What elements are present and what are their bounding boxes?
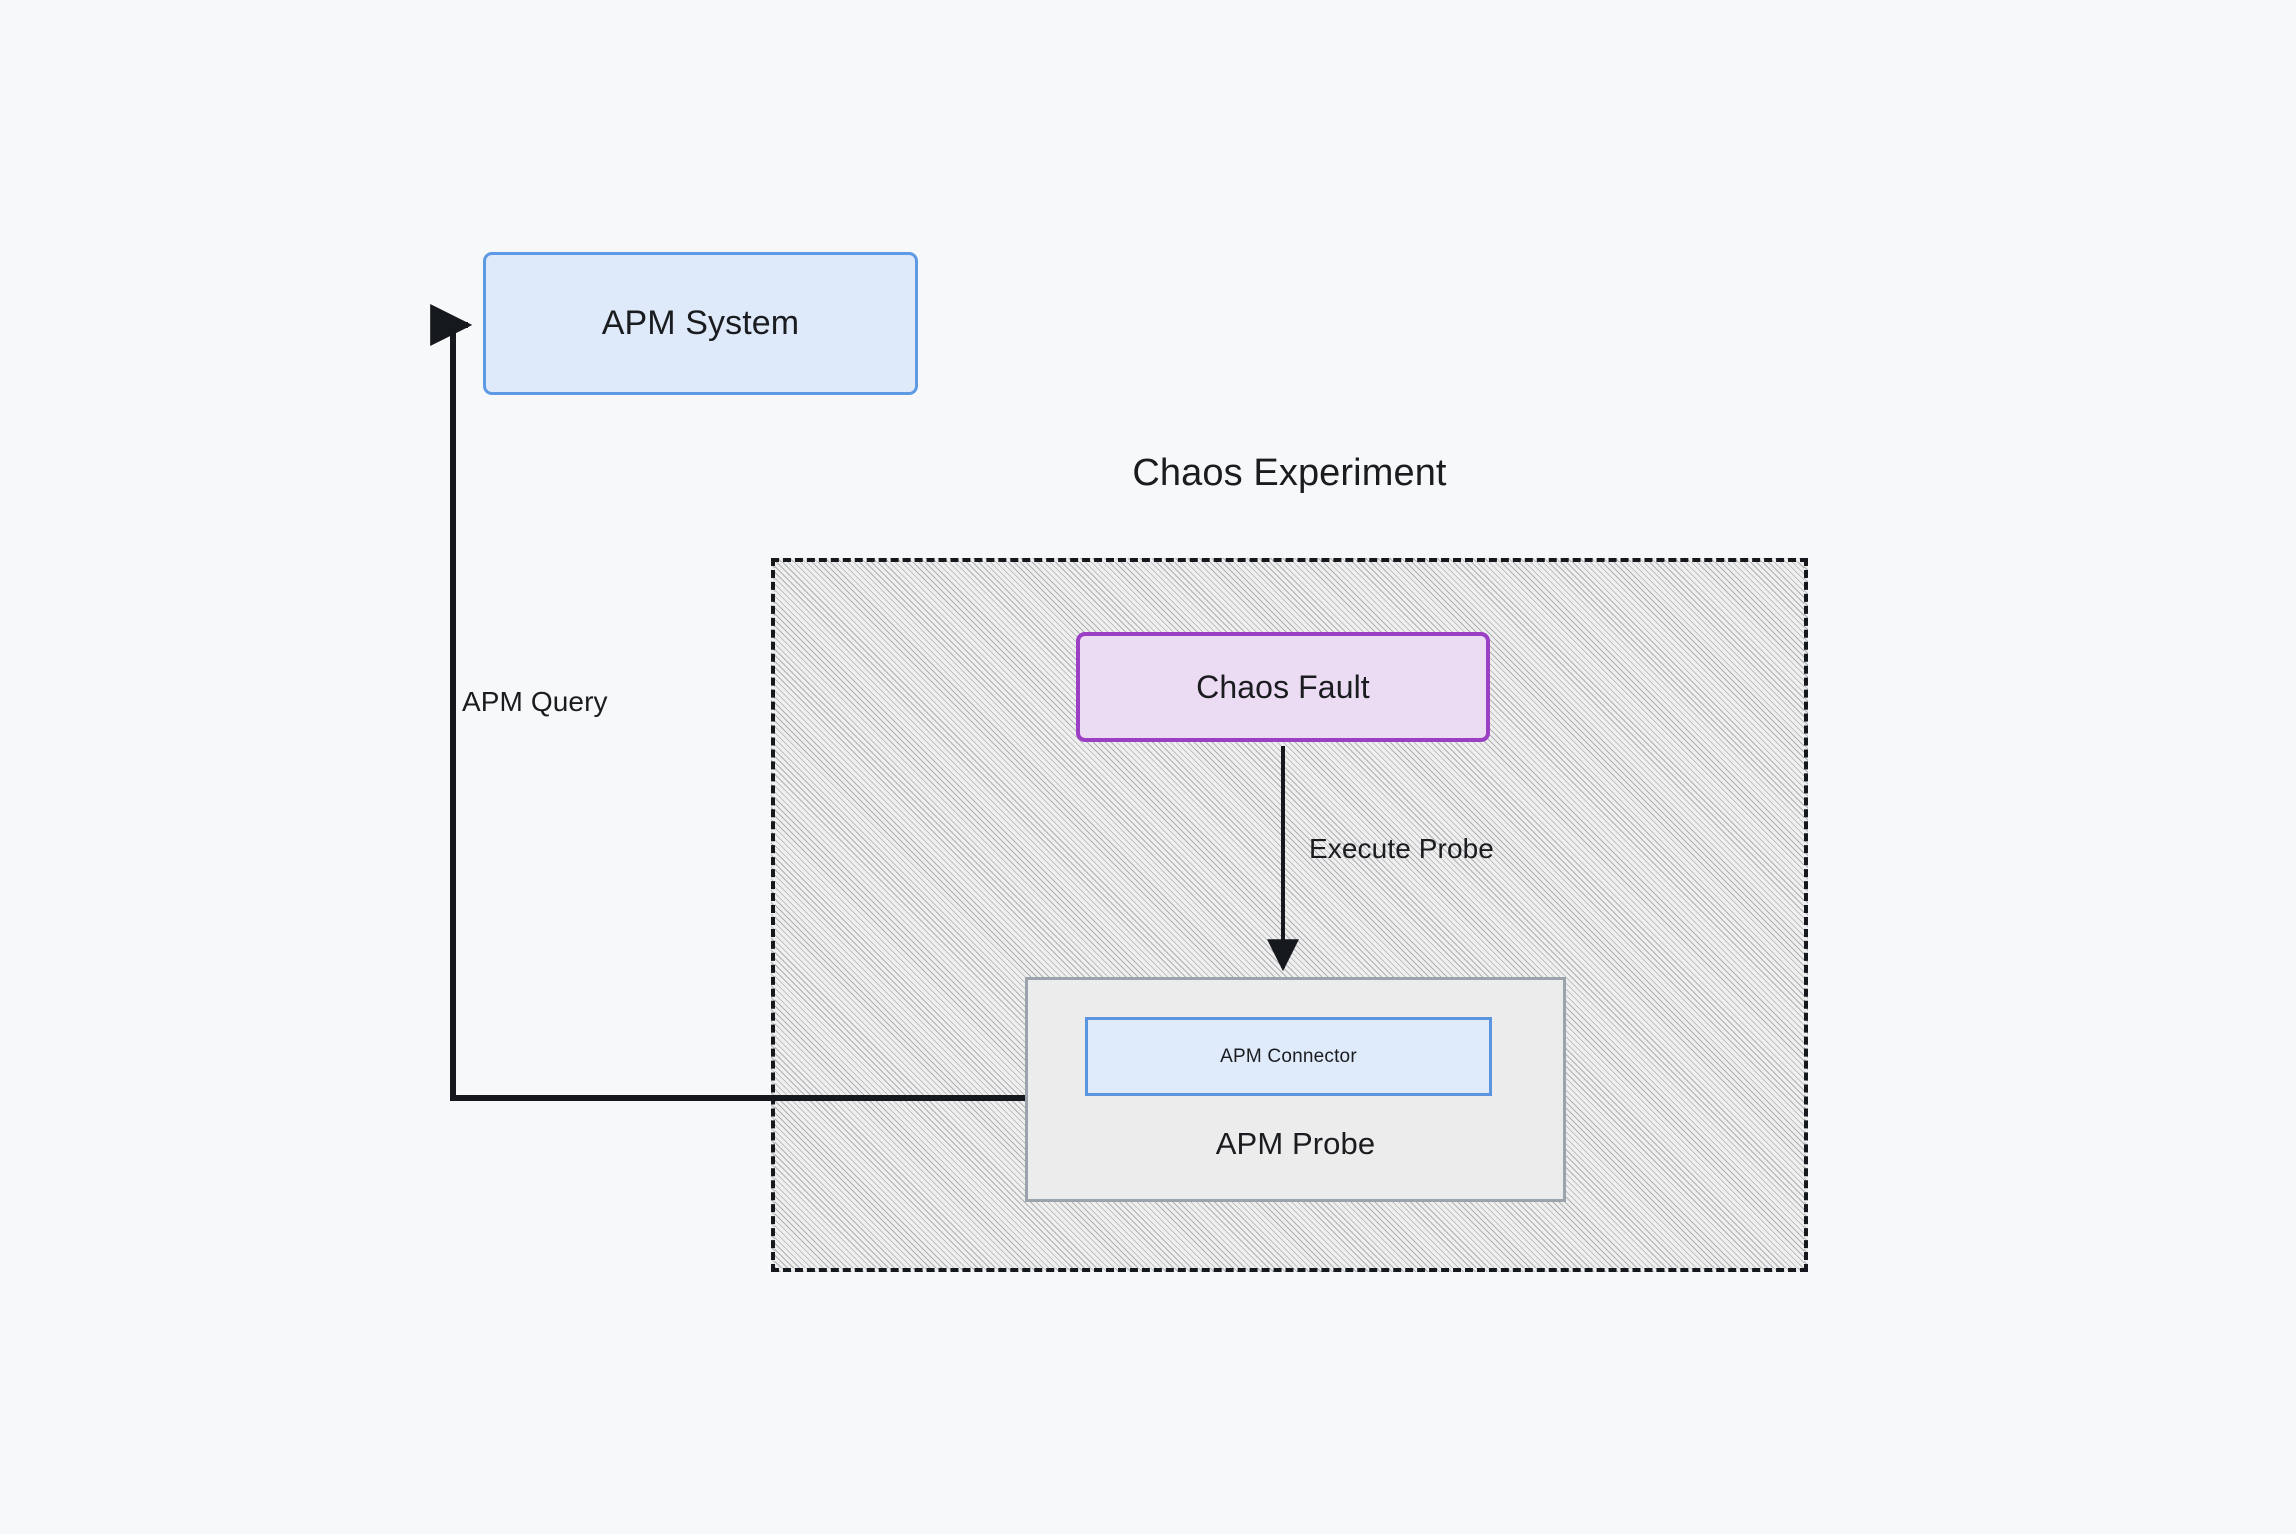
node-apm-connector-label: APM Connector [1220,1045,1357,1067]
node-apm-connector[interactable]: APM Connector [1085,1017,1492,1096]
chaos-experiment-title: Chaos Experiment [1132,452,1447,494]
node-apm-system-label: APM System [601,304,800,342]
node-apm-probe[interactable]: APM Connector APM Probe [1025,977,1566,1202]
edge-label-apm-query: APM Query [462,686,608,717]
node-chaos-fault[interactable]: Chaos Fault [1076,632,1490,742]
node-chaos-fault-label: Chaos Fault [1196,668,1370,705]
edge-label-execute-probe: Execute Probe [1309,833,1494,864]
node-apm-probe-label: APM Probe [1215,1126,1376,1161]
node-apm-system[interactable]: APM System [483,252,918,395]
